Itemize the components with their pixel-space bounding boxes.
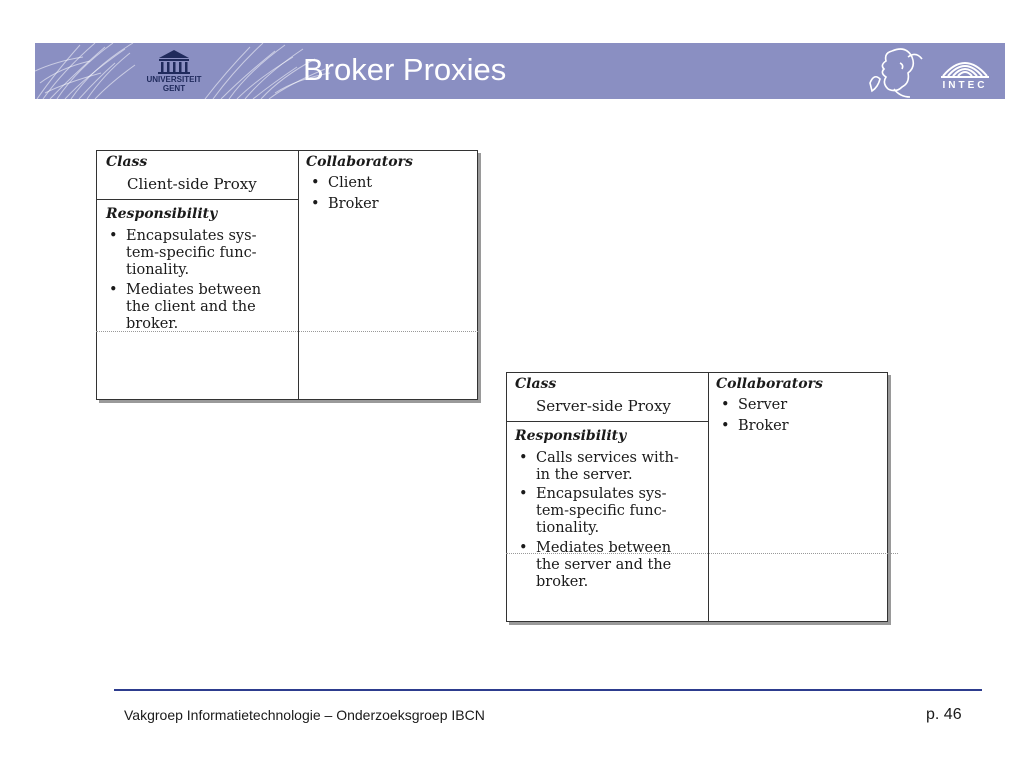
column-divider	[708, 372, 709, 621]
responsibility-line: Mediates between	[536, 540, 672, 556]
responsibility-item: • Mediates between the client and the br…	[109, 282, 262, 332]
class-heading: Class	[106, 154, 148, 170]
footer-department: Vakgroep Informatietechnologie – Onderzo…	[124, 707, 485, 723]
collaborator-label: Client	[328, 175, 373, 191]
page-number: p. 46	[926, 706, 962, 723]
responsibility-line: broker.	[536, 574, 589, 590]
header-banner: UNIVERSITEIT GENT Broker Proxies INTEC	[35, 43, 1005, 99]
responsibility-line: Mediates between	[126, 282, 262, 298]
university-name-line1: UNIVERSITEIT	[146, 75, 202, 84]
university-name-line2: GENT	[162, 84, 186, 93]
responsibility-line: in the server.	[536, 467, 633, 483]
grass-decoration	[35, 43, 331, 99]
intec-logo-icon	[941, 62, 989, 78]
crc-card-server-proxy: Class Server-side Proxy Collaborators •S…	[506, 372, 898, 624]
collaborator-item: •Broker	[721, 418, 789, 434]
intec-label: INTEC	[942, 80, 988, 91]
responsibility-line: the client and the	[126, 299, 256, 315]
class-name: Server-side Proxy	[536, 397, 671, 415]
responsibility-line: Encapsulates sys-	[126, 228, 257, 244]
responsibility-heading: Responsibility	[106, 206, 218, 222]
responsibility-line: Calls services with-	[536, 450, 679, 466]
collaborators-heading: Collaborators	[306, 154, 413, 170]
column-divider	[298, 150, 299, 399]
collaborator-item: •Client	[311, 175, 373, 191]
responsibility-line: broker.	[126, 316, 179, 332]
responsibility-item: • Calls services with- in the server.	[519, 450, 679, 483]
responsibility-line: the server and the	[536, 557, 672, 573]
collaborator-item: •Server	[721, 397, 788, 413]
card-frame	[506, 372, 888, 622]
class-name: Client-side Proxy	[127, 175, 257, 193]
crc-card-client-proxy: Class Client-side Proxy Collaborators •C…	[96, 150, 480, 402]
collaborator-item: •Broker	[311, 196, 379, 212]
dotted-guide	[506, 553, 898, 554]
class-divider	[96, 199, 299, 200]
footer-rule	[114, 689, 982, 691]
collaborators-heading: Collaborators	[716, 376, 823, 392]
card-frame	[96, 150, 478, 400]
responsibility-item: • Mediates between the server and the br…	[519, 540, 672, 590]
collaborator-label: Broker	[738, 418, 789, 434]
collaborator-label: Broker	[328, 196, 379, 212]
class-heading: Class	[515, 376, 557, 392]
responsibility-item: • Encapsulates sys- tem-specific func- t…	[109, 228, 257, 278]
class-divider	[506, 421, 709, 422]
university-logo: UNIVERSITEIT GENT	[139, 46, 209, 96]
dotted-guide	[96, 331, 478, 332]
collaborator-label: Server	[738, 397, 788, 413]
responsibility-line: tionality.	[126, 262, 190, 278]
responsibility-line: Encapsulates sys-	[536, 486, 667, 502]
athena-head-icon	[869, 48, 923, 98]
slide-title: Broker Proxies	[303, 52, 507, 87]
responsibility-line: tem-specific func-	[126, 245, 257, 261]
responsibility-line: tionality.	[536, 520, 600, 536]
university-building-icon	[158, 50, 190, 74]
responsibility-heading: Responsibility	[515, 428, 627, 444]
responsibility-line: tem-specific func-	[536, 503, 667, 519]
responsibility-item: • Encapsulates sys- tem-specific func- t…	[519, 486, 667, 536]
